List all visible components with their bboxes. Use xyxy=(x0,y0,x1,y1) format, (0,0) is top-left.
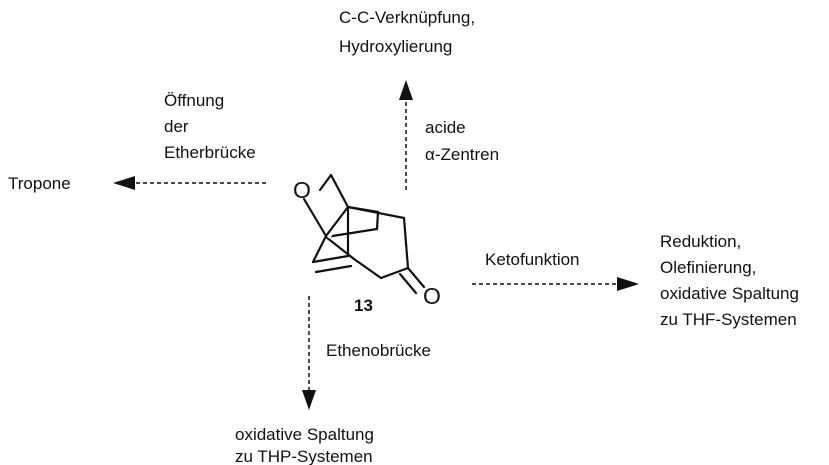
arrow-right xyxy=(472,277,639,291)
acidic-label-line2: α-Zentren xyxy=(425,145,499,164)
bond-c5-c6 xyxy=(311,234,328,264)
oxygen-bridge-atom: O xyxy=(293,177,311,203)
bond-co-double xyxy=(398,272,418,295)
bottom-target-line1: oxidative Spaltung xyxy=(235,425,374,444)
compound-number: 13 xyxy=(354,296,373,315)
bond-c8-c9 xyxy=(402,216,410,270)
bond-c10-c4 xyxy=(352,257,383,280)
arrow-left xyxy=(113,176,266,190)
ketone-label: Ketofunktion xyxy=(485,250,580,269)
etheno-label: Ethenobrücke xyxy=(326,341,431,360)
top-label-line2: Hydroxylierung xyxy=(339,37,452,56)
bond-c9-c10 xyxy=(379,266,410,280)
acidic-label-line1: acide xyxy=(425,118,466,137)
top-label-line1: C-C-Verknüpfung, xyxy=(339,8,475,27)
oxygen-ketone-atom: O xyxy=(423,283,441,309)
right-target-line3: oxidative Spaltung xyxy=(660,284,799,303)
bond-c4-c5 xyxy=(324,235,356,261)
bond-c2-c3 xyxy=(375,210,380,231)
arrow-down xyxy=(302,296,316,410)
bond-c6-o xyxy=(318,173,333,192)
molecule-13: O O 13 xyxy=(293,173,441,315)
right-target-line4: zu THF-Systemen xyxy=(660,310,797,329)
bond-c6-c7-double xyxy=(314,264,353,274)
opening-label-line2: der xyxy=(164,117,189,136)
bond-co xyxy=(406,266,426,289)
bond-o-c5 xyxy=(302,197,328,238)
bond-c3-c4 xyxy=(324,227,379,239)
bottom-target-line2: zu THP-Systemen xyxy=(235,447,373,465)
opening-label-line3: Etherbrücke xyxy=(164,143,256,162)
left-target-label: Tropone xyxy=(8,174,71,193)
right-target-line1: Reduktion, xyxy=(660,232,741,251)
opening-label-line1: Öffnung xyxy=(164,91,224,110)
bond-c2-c8 xyxy=(346,205,406,220)
bond-c6-c7 xyxy=(311,254,350,264)
bond-c1-c6 xyxy=(329,173,350,209)
right-target-line2: Olefinierung, xyxy=(660,258,756,277)
bond-c1-c7 xyxy=(324,205,350,238)
arrow-up xyxy=(399,80,413,190)
